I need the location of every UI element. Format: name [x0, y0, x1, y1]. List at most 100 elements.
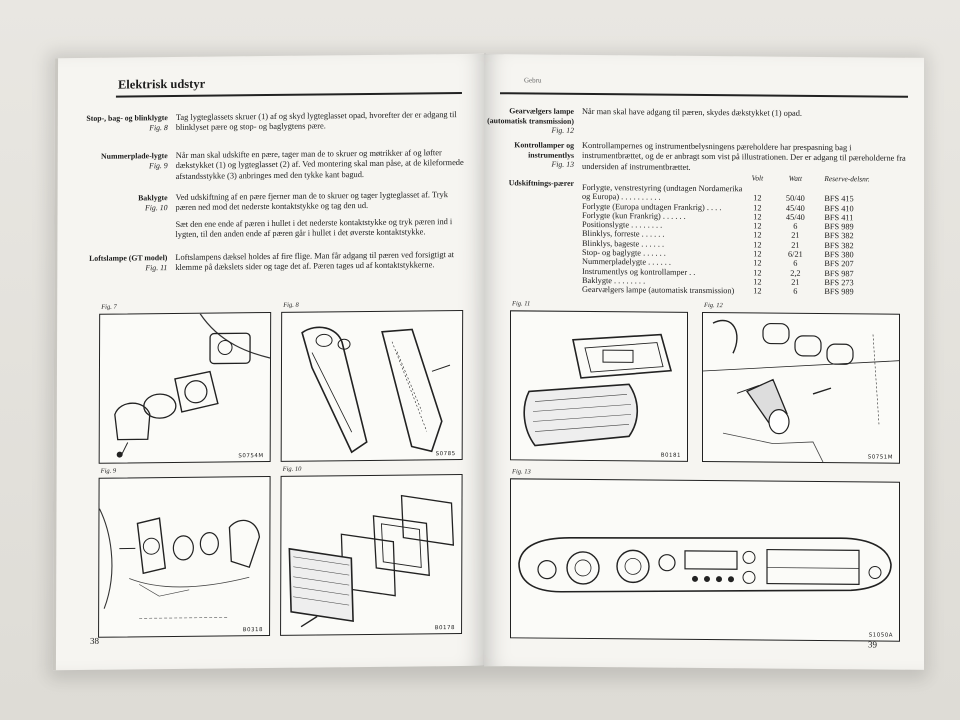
bulb-volt-cell: 12 — [753, 221, 762, 231]
section-title: Elektrisk udstyr — [117, 76, 206, 92]
bulb-part-cell: BFS 273 — [824, 278, 854, 288]
table-row: Gearvælgers lampe (automatisk transmissi… — [582, 285, 874, 297]
bulb-watt-cell: 45/40 — [785, 203, 805, 213]
figure-13-illustration: S1050A — [510, 478, 900, 642]
bulb-part-cell: BFS 415 — [824, 194, 854, 204]
figure-11-illustration: B0181 — [510, 310, 688, 462]
figure-label: Fig. 10 — [282, 465, 302, 473]
entry-fig-ref: Fig. 9 — [149, 160, 168, 170]
figure-9-illustration: B0318 — [98, 475, 271, 638]
entry-label-text: Loftslampe (GT model) — [89, 253, 168, 263]
bulb-watt-cell: 6 — [793, 287, 798, 297]
figure-label: Fig. 11 — [512, 300, 531, 308]
lamp-exploded-drawing — [114, 313, 271, 458]
bulb-part-cell: BFS 207 — [824, 259, 854, 269]
paragraph: Når man skal have adgang til pæren, skyd… — [582, 106, 803, 118]
bulb-table: Volt Watt Reserve-delsnr. Forlygte, vens… — [582, 173, 874, 297]
figure-code: B0178 — [434, 625, 456, 632]
left-page: Elektrisk udstyr Stop-, bag- og blinklyg… — [52, 53, 487, 671]
entry-label-ceiling-lamp: Loftslampe (GT model) Fig. 11 — [63, 253, 167, 273]
bulb-watt-cell: 21 — [791, 231, 800, 241]
bulb-part-cell: BFS 380 — [824, 250, 854, 260]
figure-7-illustration: S0754M — [98, 311, 272, 464]
entry-fig-ref: Fig. 10 — [144, 202, 168, 212]
bulb-part-cell: BFS 382 — [824, 240, 854, 251]
figure-label: Fig. 8 — [283, 301, 299, 309]
entry-text-number-plate-lamp: Når man skal udskifte en pære, tager man… — [176, 148, 466, 182]
bulb-watt-cell: 6 — [793, 259, 798, 269]
figure-code: B0181 — [660, 452, 681, 459]
bulb-part-cell: BFS 411 — [824, 212, 854, 223]
page-number: 39 — [868, 639, 877, 650]
rear-lamp-drawing — [301, 326, 451, 454]
figure-label: Fig. 9 — [100, 467, 117, 475]
entry-label-reverse-lamp: Baklygte Fig. 10 — [64, 193, 168, 213]
bulb-watt-cell: 45/40 — [785, 212, 805, 222]
bulb-volt-cell: 12 — [753, 212, 762, 222]
header-watt: Watt — [788, 173, 803, 183]
bulb-part-cell: BFS 989 — [824, 222, 854, 232]
running-header: Gebru — [524, 76, 542, 85]
instrument-panel-drawing — [518, 537, 892, 593]
entry-label-gear-lamp: Gearvælgers lampe (automatisk transmissi… — [484, 106, 574, 136]
bulb-watt-cell: 6/21 — [787, 249, 803, 259]
right-page: Gebru Gearvælgers lampe (automatisk tran… — [484, 54, 924, 670]
bulb-volt-cell: 12 — [753, 249, 762, 259]
bulb-volt-cell: 12 — [753, 230, 762, 240]
paragraph: Kontrollampernes og instrumentbelysninge… — [582, 140, 906, 172]
figure-code: S0754M — [238, 453, 264, 460]
figure-10-illustration: B0178 — [280, 473, 463, 636]
bulb-volt-cell: 12 — [753, 193, 762, 203]
header-volt: Volt — [751, 173, 764, 183]
figure-12-illustration: S0751M — [702, 311, 900, 464]
entry-label-text: Gearvælgers lampe (automatisk transmissi… — [487, 106, 574, 126]
figure-code: S0785 — [435, 451, 456, 458]
figure-code: B0318 — [242, 627, 264, 634]
bulb-watt-cell: 50/40 — [785, 194, 805, 204]
entry-label-stop-lamp: Stop-, bag- og blinklygte Fig. 8 — [64, 113, 168, 133]
entry-fig-ref: Fig. 11 — [145, 262, 168, 272]
bulb-watt-cell: 21 — [791, 240, 800, 250]
figure-label: Fig. 12 — [704, 302, 723, 310]
bulb-volt-cell: 12 — [753, 203, 762, 213]
bulb-volt-cell: 12 — [753, 286, 762, 296]
bulb-part-cell: BFS 987 — [824, 268, 854, 278]
entry-fig-ref: Fig. 13 — [551, 159, 574, 170]
entry-text-reverse-lamp: Ved udskiftning af en pære fjerner man d… — [175, 190, 465, 241]
bulb-volt-cell — [742, 184, 772, 194]
number-plate-lamp-drawing — [99, 508, 261, 619]
bulb-table-label: Udskiftnings-pærer — [508, 178, 574, 188]
page-number: 38 — [90, 635, 100, 646]
gear-selector-lamp-drawing — [703, 319, 899, 463]
figure-label: Fig. 7 — [101, 303, 117, 311]
figure-8-illustration: S0785 — [280, 309, 464, 462]
entry-text-ceiling-lamp: Loftslampens dæksel holdes af fire fligе… — [175, 250, 465, 274]
bulb-watt-cell: 2,2 — [790, 268, 801, 278]
bulb-volt-cell: 12 — [753, 240, 762, 250]
paragraph: Sæt den ene ende af pæren i hullet i det… — [175, 216, 453, 240]
entry-text-stop-lamp: Tag lygteglassets skruer (1) af og skyd … — [176, 110, 466, 134]
entry-text-gear-lamp: Når man skal have adgang til pæren, skyd… — [582, 107, 902, 120]
bulb-volt-cell: 12 — [753, 268, 762, 278]
entry-label-text: Stop-, bag- og blinklygte — [86, 113, 168, 123]
bulb-name-cell: Gearvælgers lampe (automatisk transmissi… — [582, 285, 735, 296]
paragraph: Ved udskiftning af en pære fjerner man d… — [175, 190, 448, 213]
entry-fig-ref: Fig. 8 — [149, 122, 168, 132]
figure-code: S0751M — [867, 454, 893, 461]
bulb-volt-cell: 12 — [753, 277, 762, 287]
entry-label-text: Kontrollamper og instrumentlys — [514, 140, 574, 160]
entry-label-number-plate-lamp: Nummerplade-lygte Fig. 9 — [64, 151, 168, 171]
title-rule — [500, 92, 908, 98]
paragraph: Tag lygteglassets skruer (1) af og skyd … — [175, 110, 457, 133]
bulb-part-cell: BFS 410 — [824, 203, 854, 213]
bulb-volt-cell: 12 — [753, 258, 762, 268]
ceiling-lamp-drawing — [523, 333, 673, 447]
bulb-watt-cell: 6 — [793, 221, 798, 232]
entry-label-text: Baklygte — [138, 193, 168, 203]
entry-text-control-lamps: Kontrollampernes og instrumentbelysninge… — [582, 141, 906, 175]
bulb-watt-cell: 21 — [791, 277, 800, 287]
figure-label: Fig. 13 — [512, 468, 531, 476]
title-rule — [115, 91, 462, 98]
entry-label-text: Nummerplade-lygte — [101, 151, 168, 161]
figure-code: S1050A — [868, 632, 893, 639]
